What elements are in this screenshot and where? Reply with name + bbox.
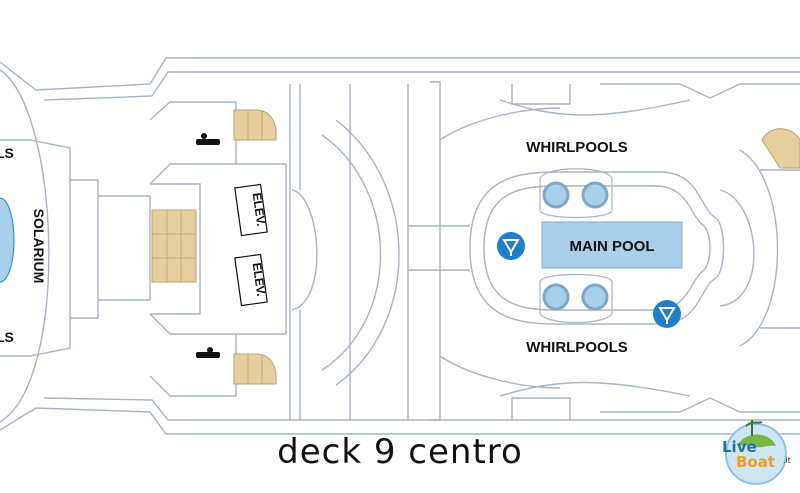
whirlpool bbox=[581, 283, 609, 311]
toilet-icon bbox=[196, 133, 220, 358]
whirlpool bbox=[542, 283, 570, 311]
main-pool-label: MAIN POOL bbox=[570, 238, 655, 255]
whirlpool bbox=[542, 181, 570, 209]
partial-label-top: LS bbox=[0, 145, 14, 161]
stair-block-center bbox=[151, 209, 197, 283]
pool-deck-outline bbox=[469, 171, 725, 325]
stair-block-bottom bbox=[233, 353, 277, 385]
stair-block-aft bbox=[761, 128, 800, 169]
elevator-box-top bbox=[234, 183, 268, 237]
solarium-label: SOLARIUM bbox=[31, 209, 47, 284]
elevator-label-top: ELEV. bbox=[250, 192, 269, 227]
logo-text-boat: Boat bbox=[736, 453, 776, 471]
partial-label-bottom: LS bbox=[0, 329, 14, 345]
stair-block-top bbox=[233, 109, 277, 141]
elevator-label-bottom: ELEV. bbox=[250, 262, 269, 297]
logo-text-suffix: .it bbox=[783, 456, 791, 465]
main-pool bbox=[541, 221, 683, 269]
whirlpools-label-top: WHIRLPOOLS bbox=[526, 139, 628, 156]
hull-outline bbox=[0, 57, 800, 435]
whirlpools-label-bottom: WHIRLPOOLS bbox=[526, 339, 628, 356]
liveboat-logo bbox=[725, 420, 787, 485]
pool-drink-icon bbox=[497, 232, 681, 328]
solarium-pool bbox=[0, 197, 15, 283]
deck-caption: deck 9 centro bbox=[277, 432, 523, 472]
elevator-box-bottom bbox=[234, 253, 268, 307]
logo-text-live: Live bbox=[722, 438, 757, 456]
solarium-outline bbox=[0, 69, 50, 423]
whirlpool bbox=[581, 181, 609, 209]
